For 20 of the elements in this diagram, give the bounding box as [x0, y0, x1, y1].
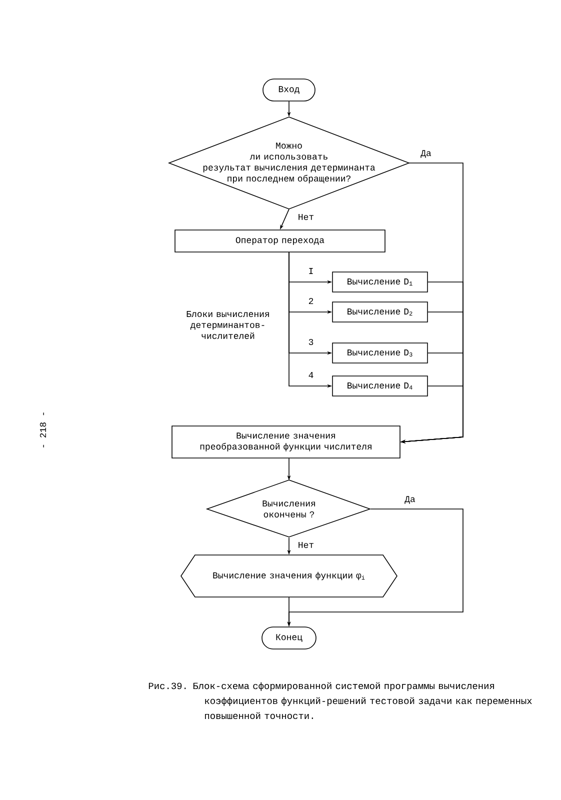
edge-label: Да [404, 495, 416, 505]
preparation-hexagon: Вычисление значения функции φ$_{i}$ [180, 554, 398, 598]
group-label: Блоки вычисления детерминантов-числителей [186, 311, 269, 339]
terminal-box: Конец [262, 626, 316, 650]
edge-label: 4 [307, 371, 315, 379]
process-box: Вычисление D$_{3}$ [332, 342, 428, 364]
edge-label: I [307, 267, 315, 275]
caption: Рис.39. Блок-схема сформированной системой программы вычисления коэффициентов функций-решений тестовой задачи как переменных повышенной точности. [148, 682, 532, 720]
terminal-box: Вход [262, 78, 316, 102]
process-box: Вычисление D$_{4}$ [332, 376, 428, 396]
edge-label: 3 [307, 338, 315, 346]
edge-label: Нет [296, 541, 316, 549]
process-box: Вычисление значения преобразованной функции числителя [172, 426, 400, 458]
edge-label: Нет [296, 213, 316, 221]
process-box: Вычисление D$_{1}$ [332, 272, 428, 292]
process-box: Оператор перехода [174, 230, 386, 252]
page-number: - 218 - [40, 412, 46, 448]
process-box: Вычисление D$_{2}$ [332, 302, 428, 322]
edge-label: Да [420, 149, 432, 159]
edge-label: 2 [307, 297, 315, 305]
